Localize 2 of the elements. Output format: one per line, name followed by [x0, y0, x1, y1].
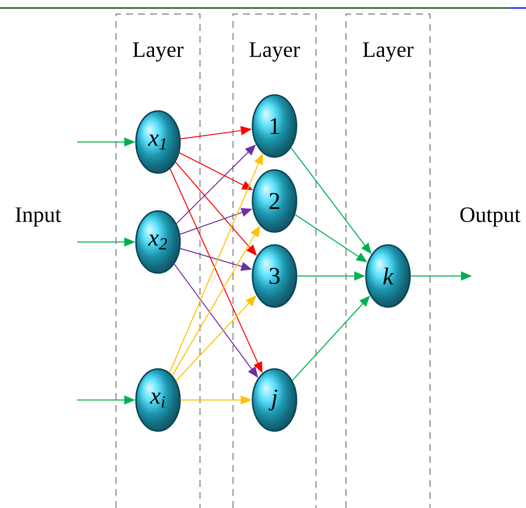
- side-label: Input: [16, 207, 62, 227]
- side-label: Output: [460, 207, 520, 227]
